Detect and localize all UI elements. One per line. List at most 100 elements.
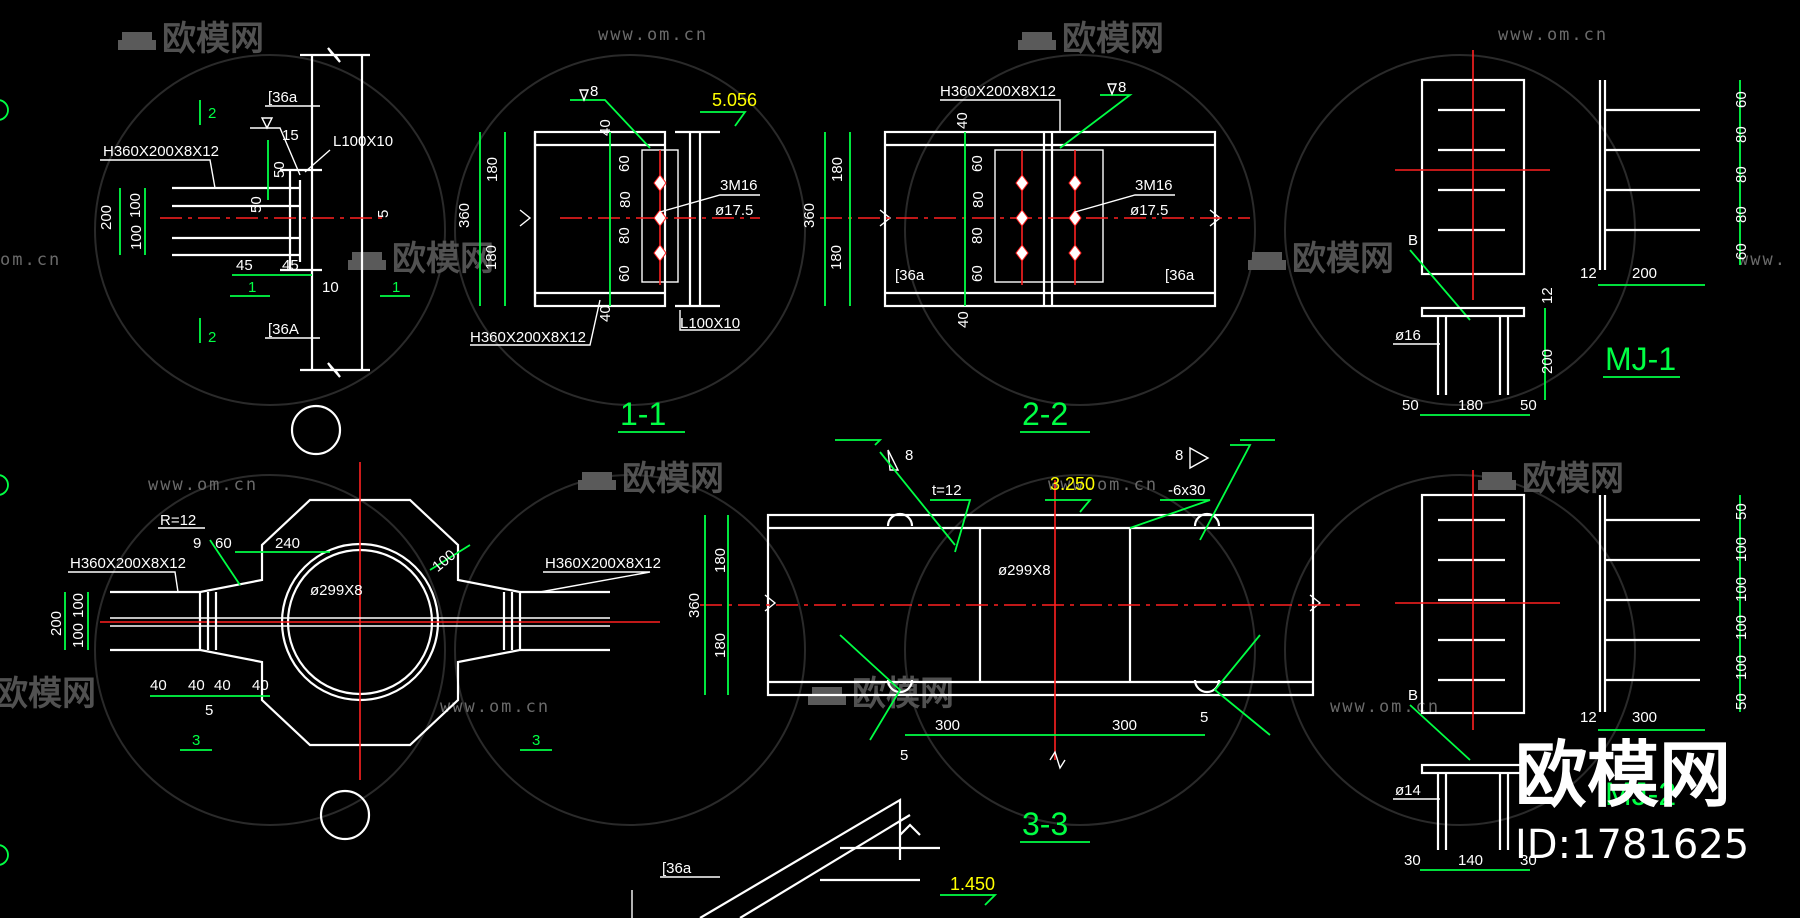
dim-text: 360: [801, 203, 818, 228]
dim-text: 80: [1733, 166, 1750, 183]
watermark-logo-text: 欧模网: [1062, 19, 1164, 59]
dim-text: 60: [969, 155, 986, 172]
elevation-label: 1.450: [950, 874, 995, 894]
channel-label: [36A: [268, 321, 299, 338]
dim-text: 80: [616, 227, 633, 244]
mj-1-embedded-part: 60 80 80 80 60 12 200 B ø16 12 200 50 18…: [1393, 50, 1750, 416]
section-2-2: H360X200X8X12 8 3M16 ø17.5 [36a [36a 360…: [801, 79, 1250, 433]
dim-text: 40: [597, 305, 614, 322]
member-label: H360X200X8X12: [545, 555, 661, 572]
section-3-3: t=12 3.250 ø299X8 -6x30 8 8 360 180 180 …: [686, 439, 1360, 843]
dim-text: 300: [1112, 717, 1137, 734]
watermark-url: www.om.cn: [440, 697, 550, 717]
dim-text: 100: [1733, 615, 1750, 640]
dim-text: 200: [98, 205, 115, 230]
elevation-label: 3.250: [1050, 474, 1095, 494]
dim-text: 180: [1458, 397, 1483, 414]
dim-text: 300: [1632, 709, 1657, 726]
watermark-logo-4: 欧模网: [1248, 239, 1394, 279]
section-1-1: 8 5.056 3M16 ø17.5 H360X200X8X12 L100X10…: [456, 83, 760, 433]
part-title: MJ-1: [1605, 341, 1676, 377]
mark-label: B: [1408, 687, 1418, 704]
dim-text: 80: [969, 227, 986, 244]
brand-id: ID:1781625: [1515, 822, 1749, 868]
dim-text: 180: [829, 157, 846, 182]
dim-text: 200: [1632, 265, 1657, 282]
watermark-logo-text: 欧模网: [392, 239, 494, 279]
watermark-url: www.om.cn: [1498, 25, 1608, 45]
dim-text: 12: [1580, 709, 1597, 726]
dim-text: 5: [900, 747, 908, 764]
dim-text: 60: [616, 155, 633, 172]
cut-label: 3: [532, 732, 540, 749]
dim-text: 60: [616, 265, 633, 282]
detail-3-pipe-joint: R=12 ø299X8 H360X200X8X12 H360X200X8X12 …: [48, 462, 661, 841]
elevation-label: 5.056: [712, 90, 757, 110]
dim-text: 50: [1520, 397, 1537, 414]
bar-label: ø16: [1395, 327, 1421, 344]
edge-markers: [0, 99, 9, 866]
dim-text: 40: [252, 677, 269, 694]
angle-label: L100X10: [680, 315, 740, 332]
watermark-logo-text: 欧模网: [1292, 239, 1394, 279]
brand-overlay: 欧模网 ID:1781625: [1515, 733, 1749, 868]
dim-text: 40: [954, 112, 971, 129]
cut-label: 1: [248, 279, 256, 296]
watermark-logo-6: 欧模网: [1478, 459, 1624, 499]
dim-text: 80: [1733, 126, 1750, 143]
cut-label: 3: [192, 732, 200, 749]
part-title: MJ-2: [1605, 776, 1676, 812]
dim-text: 100: [429, 547, 459, 576]
watermark-url-fragment: om.cn: [0, 250, 61, 270]
section-title: 2-2: [1022, 396, 1068, 432]
section-title: 1-1: [620, 396, 666, 432]
dim-text: 40: [188, 677, 205, 694]
dim-text: 100: [1733, 655, 1750, 680]
bottom-stair-detail: [36a 1.450: [631, 798, 998, 918]
dim-text: 50: [271, 161, 288, 178]
dim-text: 30: [1404, 852, 1421, 869]
watermark-url: www.om.cn: [598, 25, 708, 45]
member-label: H360X200X8X12: [470, 329, 586, 346]
watermark-logo-5: 欧模网: [578, 459, 724, 499]
dim-text: 100: [1733, 577, 1750, 602]
watermark-logo-fragment: 欧模网: [0, 674, 96, 714]
watermark-url: www.om.cn: [1330, 697, 1440, 717]
dim-text: 30: [1520, 852, 1537, 869]
dim-text: 12: [1580, 265, 1597, 282]
pipe-label: ø299X8: [310, 582, 363, 599]
dim-text: 60: [1733, 243, 1750, 260]
detail-top-left: 2 2 1 1 H360X200X8X12 [36a [36A L100X10 …: [98, 47, 410, 456]
dim-text: 240: [275, 535, 300, 552]
channel-label: [36a: [268, 89, 298, 106]
dim-text: 12: [1539, 287, 1556, 304]
dim-text: 5: [375, 210, 392, 218]
dim-text: 180: [828, 245, 845, 270]
plate-label: t=12: [932, 482, 962, 499]
dim-text: 80: [617, 191, 634, 208]
watermark-logo-text: 欧模网: [1522, 459, 1624, 499]
dim-text: 45: [236, 257, 253, 274]
channel-label: [36a: [1165, 267, 1195, 284]
dim-text: 50: [1733, 503, 1750, 520]
dim-text: 10: [322, 279, 339, 296]
member-label: H360X200X8X12: [103, 143, 219, 160]
dim-text: 360: [686, 593, 703, 618]
dim-text: 45: [282, 257, 299, 274]
dim-text: 200: [1539, 349, 1556, 374]
dim-text: 80: [1733, 206, 1750, 223]
watermark-url: www.om.cn: [148, 475, 258, 495]
dim-text: 15: [282, 127, 299, 144]
bolt-label: 3M16: [1135, 177, 1173, 194]
section-title: 3-3: [1022, 806, 1068, 842]
dim-text: 60: [215, 535, 232, 552]
dim-text: 100: [127, 193, 144, 218]
dim-text: 60: [1733, 91, 1750, 108]
dim-text: 5: [1200, 709, 1208, 726]
watermark-logo-text: 欧模网: [162, 19, 264, 59]
watermark-logo-1: 欧模网: [118, 19, 264, 59]
member-label: H360X200X8X12: [940, 83, 1056, 100]
pipe-label: ø299X8: [998, 562, 1051, 579]
hole-label: ø17.5: [715, 202, 753, 219]
